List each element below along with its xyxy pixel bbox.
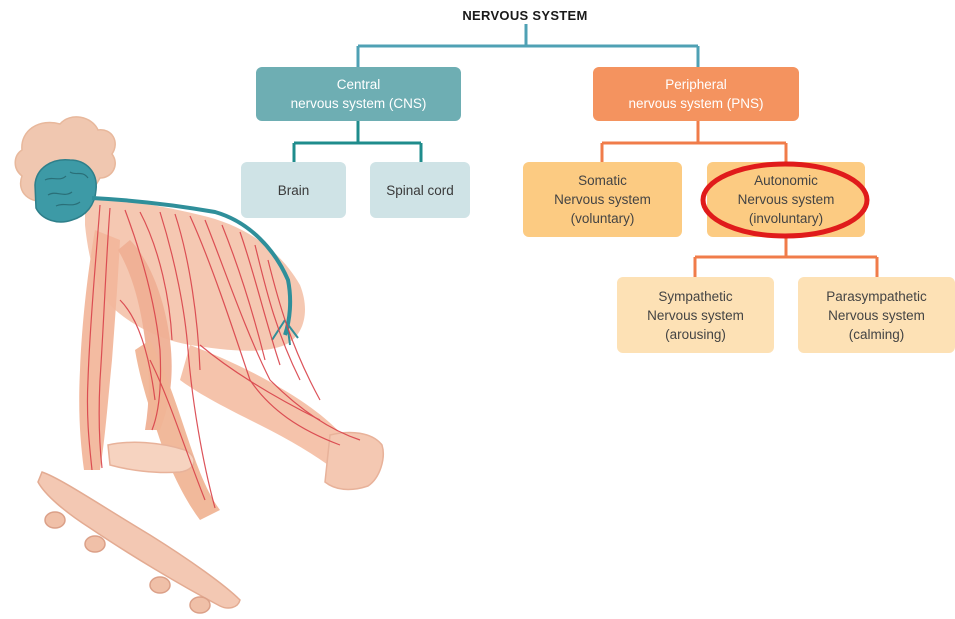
skateboard-deck <box>38 472 240 608</box>
front-shoe-shape <box>325 432 383 489</box>
